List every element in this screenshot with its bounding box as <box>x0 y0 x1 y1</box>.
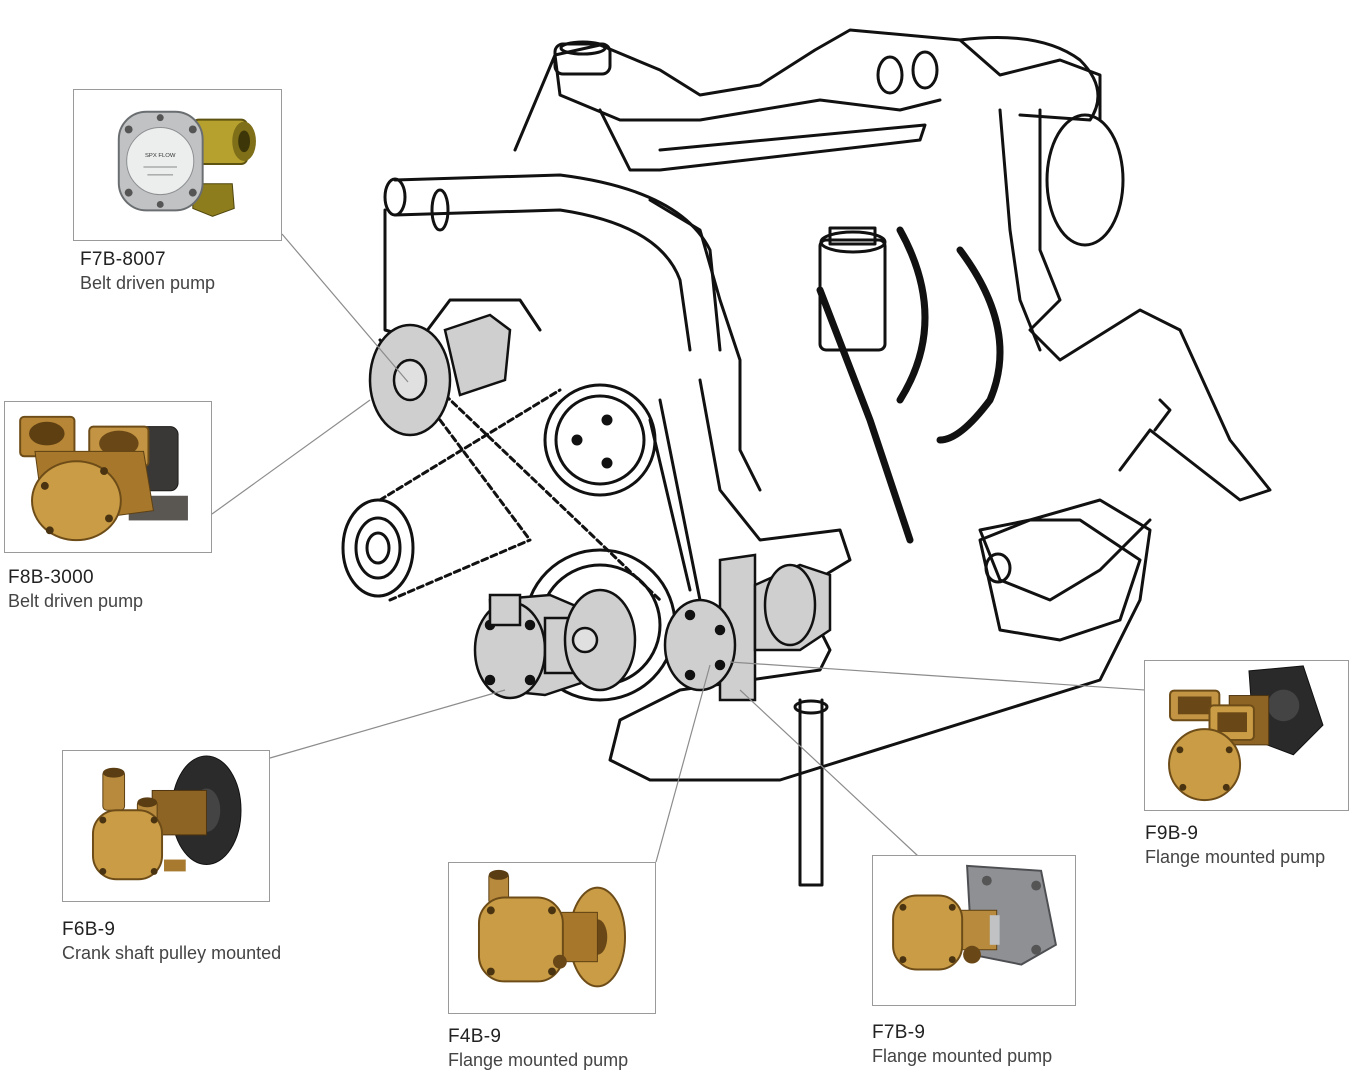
pump-code: F8B-3000 <box>8 567 94 588</box>
pump-card-f7b-9[interactable] <box>872 855 1076 1006</box>
pump-card-f7b-8007[interactable]: SPX FLOW <box>73 89 282 241</box>
pump-description: Flange mounted pump <box>872 1045 1053 1066</box>
pump-description: Belt driven pump <box>80 272 216 293</box>
pump-face-text: SPX FLOW <box>145 153 176 159</box>
pump-code: F7B-8007 <box>80 249 166 270</box>
pump-label-f6b-9: F6B-9 Crank shaft pulley mounted <box>62 918 281 964</box>
pump-label-f9b-9: F9B-9 Flange mounted pump <box>1145 822 1325 868</box>
pump-card-f4b-9[interactable] <box>448 862 656 1014</box>
pump-label-f4b-9: F4B-9 Flange mounted pump <box>448 1025 628 1071</box>
pump-description: Flange mounted pump <box>1145 846 1326 867</box>
pump-code: F4B-9 <box>448 1026 502 1047</box>
pump-code: F7B-9 <box>872 1022 926 1043</box>
pump-label-f7b-8007: F7B-8007 Belt driven pump <box>80 248 215 294</box>
pump-description: Flange mounted pump <box>448 1049 629 1070</box>
pump-card-f8b-3000[interactable] <box>4 401 212 553</box>
pump-photo-f8b-3000 <box>19 415 188 542</box>
pump-photo-f6b-9 <box>91 755 242 881</box>
pump-code: F9B-9 <box>1145 823 1199 844</box>
pump-card-f9b-9[interactable] <box>1144 660 1349 811</box>
pump-label-f7b-9: F7B-9 Flange mounted pump <box>872 1021 1052 1067</box>
pump-photo-f4b-9 <box>477 869 627 988</box>
pump-card-f6b-9[interactable] <box>62 750 270 902</box>
pump-photo-f9b-9 <box>1168 665 1324 802</box>
pump-label-f8b-3000: F8B-3000 Belt driven pump <box>8 566 143 612</box>
pump-photo-f7b-9 <box>892 864 1058 971</box>
pump-code: F6B-9 <box>62 919 116 940</box>
pump-description: Crank shaft pulley mounted <box>62 942 282 963</box>
pump-description: Belt driven pump <box>8 590 144 611</box>
pump-photo-f7b-8007: SPX FLOW <box>117 110 256 217</box>
